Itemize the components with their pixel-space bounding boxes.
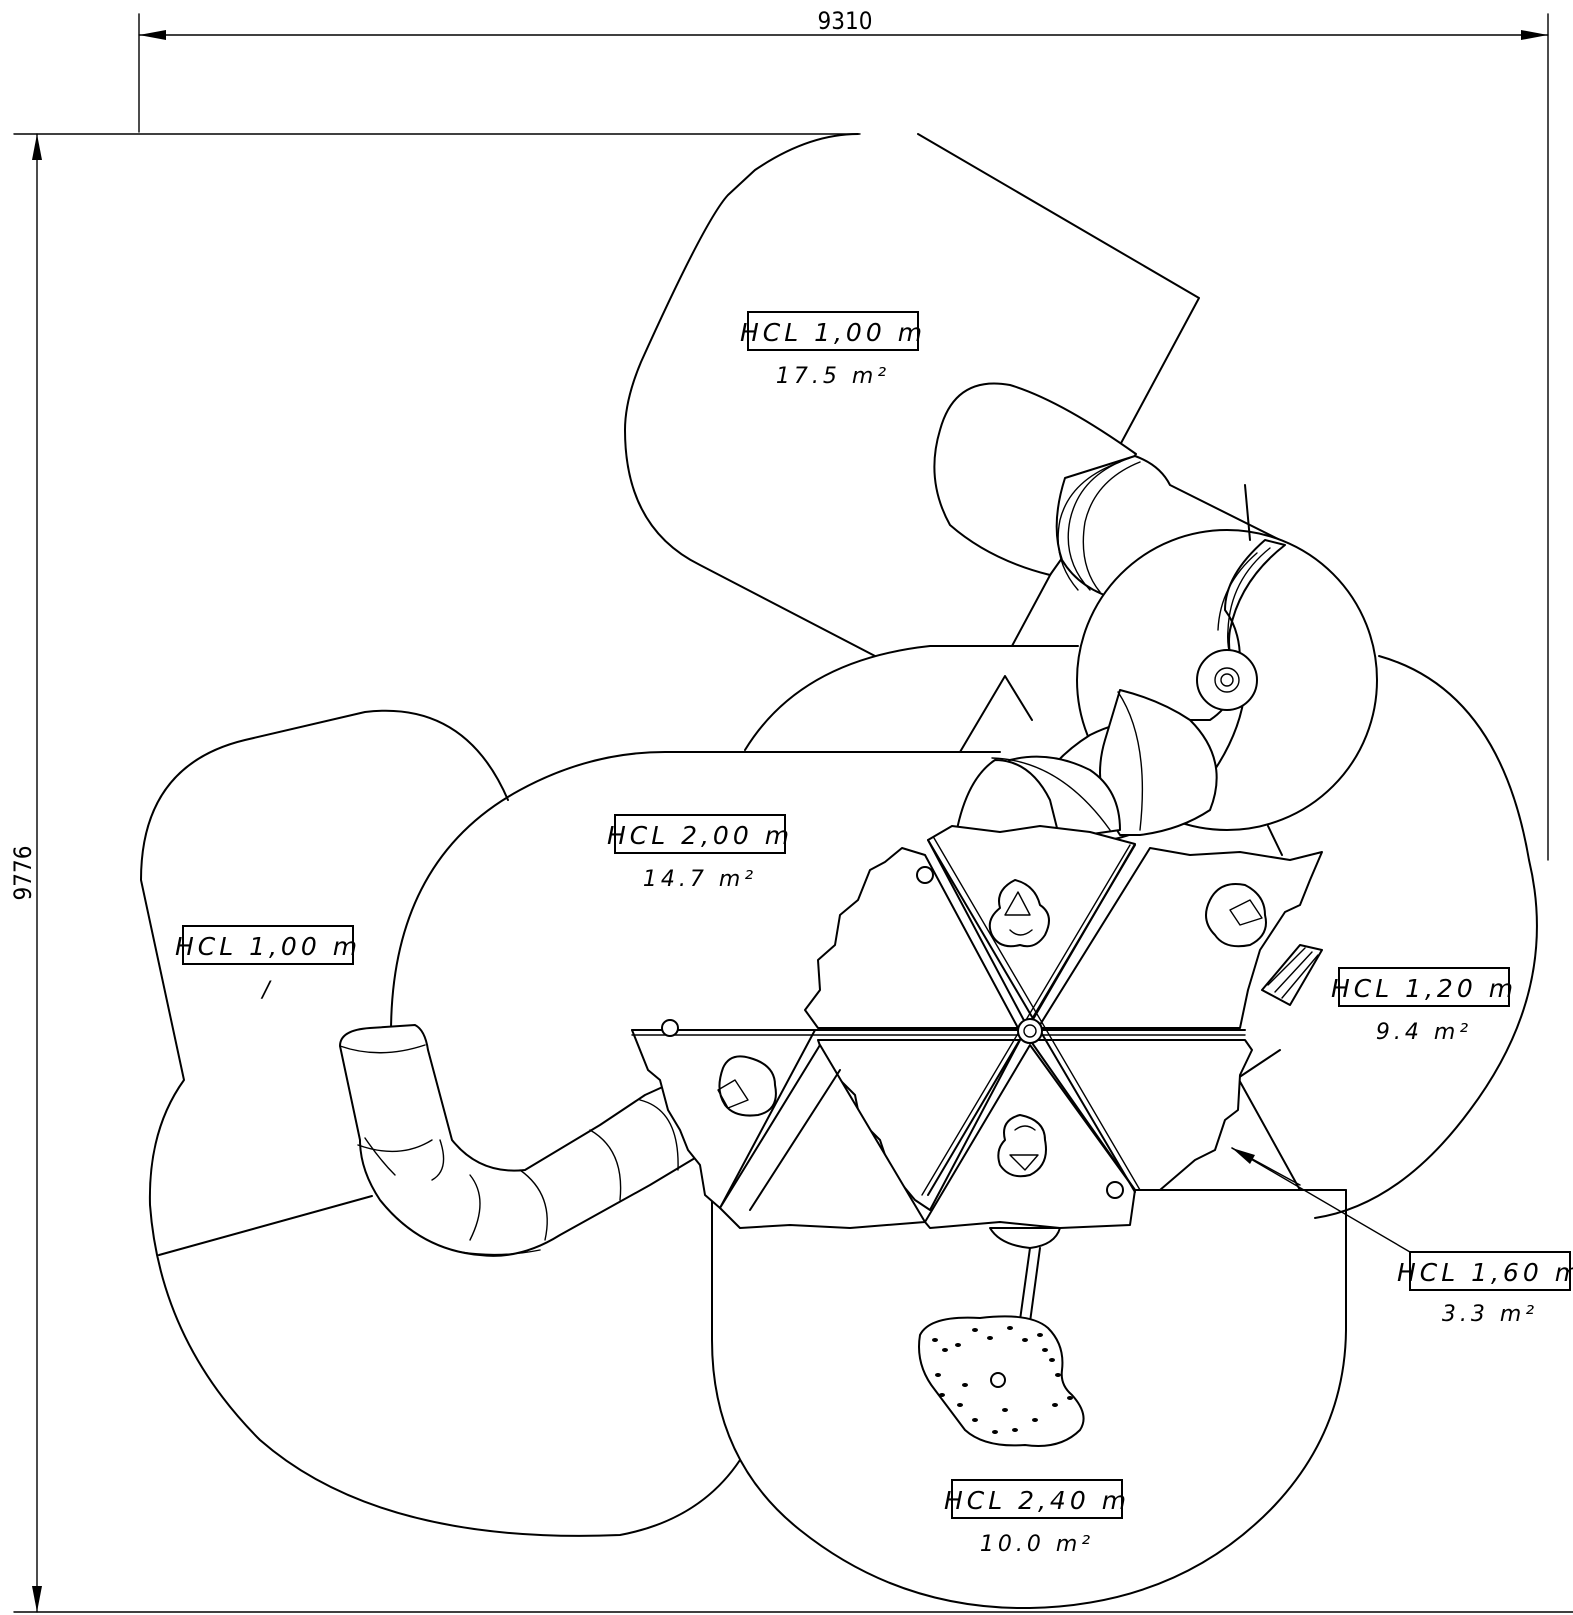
tube-slide-top [933,382,1378,841]
zone-label-3: HCL 1,00 m / [175,925,361,1003]
zone-label-6: HCL 2,40 m 10.0 m² [944,1479,1130,1557]
zone-label-2: HCL 2,00 m 14.7 m² [607,814,793,892]
rope-ladder [1261,944,1323,1006]
dimension-height: 9776 [9,133,1573,1613]
climbing-hold [997,1114,1047,1178]
area-label: 14.7 m² [643,867,757,892]
safety-zone-middle [744,645,1538,1219]
zone-label-5: HCL 1,60 m 3.3 m² [1397,1251,1573,1327]
safety-zone-left [140,709,741,1537]
climbing-hold [988,879,1050,948]
height-dimension-label: 9776 [9,846,37,901]
hcl-label: HCL 2,00 m [607,821,793,850]
deck-panel [1029,1039,1253,1191]
area-label: 17.5 m² [776,364,890,389]
balance-platform [918,1227,1085,1447]
hcl-label: HCL 1,60 m [1397,1258,1573,1287]
hcl-label: HCL 2,40 m [944,1486,1130,1515]
area-label: / [260,978,273,1003]
safety-zone-bottom [711,1189,1347,1610]
zone-label-1: HCL 1,00 m 17.5 m² [740,311,926,389]
climbing-hold [1205,883,1267,948]
dimension-width: 9310 [138,7,1549,861]
tube-slide-left [339,1024,701,1257]
safety-zones [140,133,1538,1610]
width-dimension-label: 9310 [818,7,873,35]
hcl-label: HCL 1,20 m [1331,974,1517,1003]
safety-zone-right-small [1237,1049,1347,1251]
leader-hcl-160 [1231,1147,1411,1253]
disc-dots [932,1326,1073,1434]
climbing-holds [717,879,1267,1178]
area-label: 9.4 m² [1376,1020,1472,1045]
zone-label-4: HCL 1,20 m 9.4 m² [1331,967,1517,1045]
hcl-label: HCL 1,00 m [175,932,361,961]
hcl-label: HCL 1,00 m [740,318,926,347]
area-label: 3.3 m² [1442,1302,1538,1327]
zone-peak [959,675,1033,753]
area-label: 10.0 m² [980,1532,1094,1557]
climbing-hold [718,1055,777,1117]
